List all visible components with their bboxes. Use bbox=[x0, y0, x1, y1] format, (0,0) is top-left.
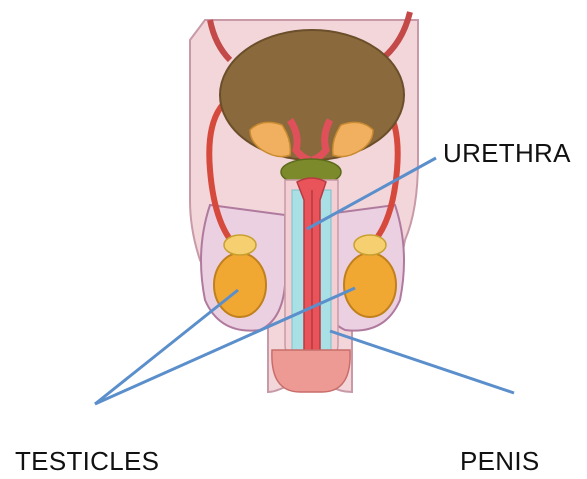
epididymis-right bbox=[354, 235, 386, 255]
leader-line-penis bbox=[330, 331, 514, 393]
label-penis: PENIS bbox=[460, 448, 540, 474]
epididymis-left bbox=[224, 235, 256, 255]
leader-line-testicle-left bbox=[95, 290, 238, 404]
testicle-right bbox=[344, 253, 396, 317]
bladder bbox=[220, 30, 404, 160]
label-testicles: TESTICLES bbox=[15, 448, 159, 474]
testicle-left bbox=[214, 253, 266, 317]
glans bbox=[272, 350, 350, 392]
label-urethra: URETHRA bbox=[443, 140, 571, 166]
